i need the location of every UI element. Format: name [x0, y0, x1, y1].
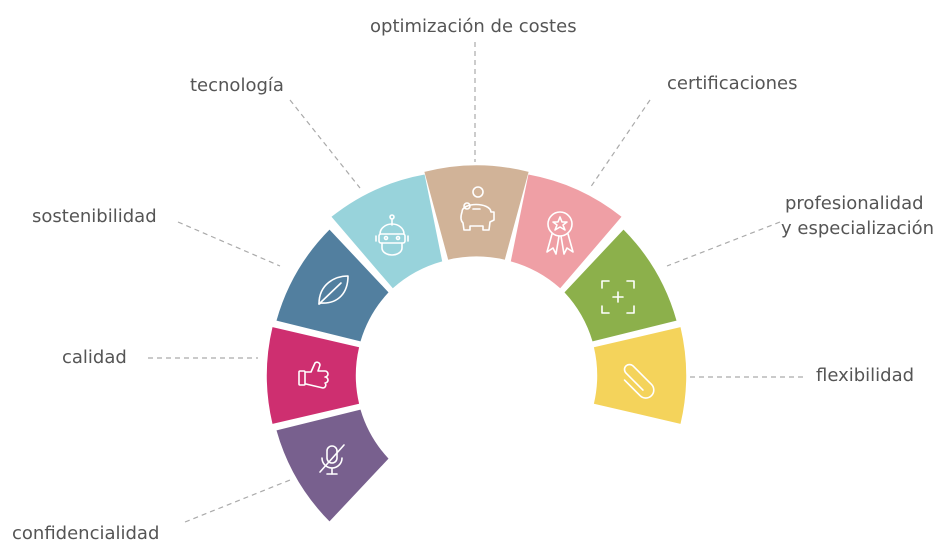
ring	[266, 165, 687, 522]
segment-certificaciones	[510, 174, 622, 289]
segment-flexibilidad	[593, 327, 687, 424]
label-certificaciones: certificaciones	[667, 73, 797, 94]
segment-profesionalidad	[564, 229, 677, 342]
label-flexibilidad: flexibilidad	[816, 365, 914, 386]
thumbs-up-icon	[298, 361, 329, 389]
label-profesionalidad-line2: y especialización	[781, 218, 934, 239]
segment-tecnologia	[331, 174, 443, 289]
label-confidencialidad: confidencialidad	[12, 523, 159, 544]
label-optimizacion: optimización de costes	[370, 16, 577, 37]
leader-confidencialidad	[184, 479, 291, 523]
paperclip-icon	[623, 363, 655, 399]
label-sostenibilidad: sostenibilidad	[32, 206, 157, 227]
mic-off-icon	[319, 444, 345, 475]
leader-sostenibilidad	[177, 221, 281, 267]
leader-profesionalidad	[666, 221, 781, 267]
segment-optimizacion	[424, 165, 529, 260]
leaf-icon	[318, 275, 349, 305]
award-ribbon-icon	[546, 211, 574, 255]
segment-confidencialidad	[276, 409, 389, 522]
leader-tecnologia	[289, 99, 361, 189]
focus-plus-icon	[601, 280, 635, 314]
leader-certificaciones	[589, 99, 651, 189]
label-profesionalidad-line1: profesionalidad	[785, 193, 924, 214]
label-tecnologia: tecnología	[190, 75, 284, 96]
segment-sostenibilidad	[276, 229, 389, 342]
leader-lines	[148, 42, 805, 523]
robot-icon	[375, 214, 409, 256]
piggy-bank-icon	[460, 186, 495, 231]
labels: confidencialidad calidad sostenibilidad …	[12, 16, 934, 544]
label-calidad: calidad	[62, 347, 127, 368]
segment-calidad	[266, 327, 360, 424]
